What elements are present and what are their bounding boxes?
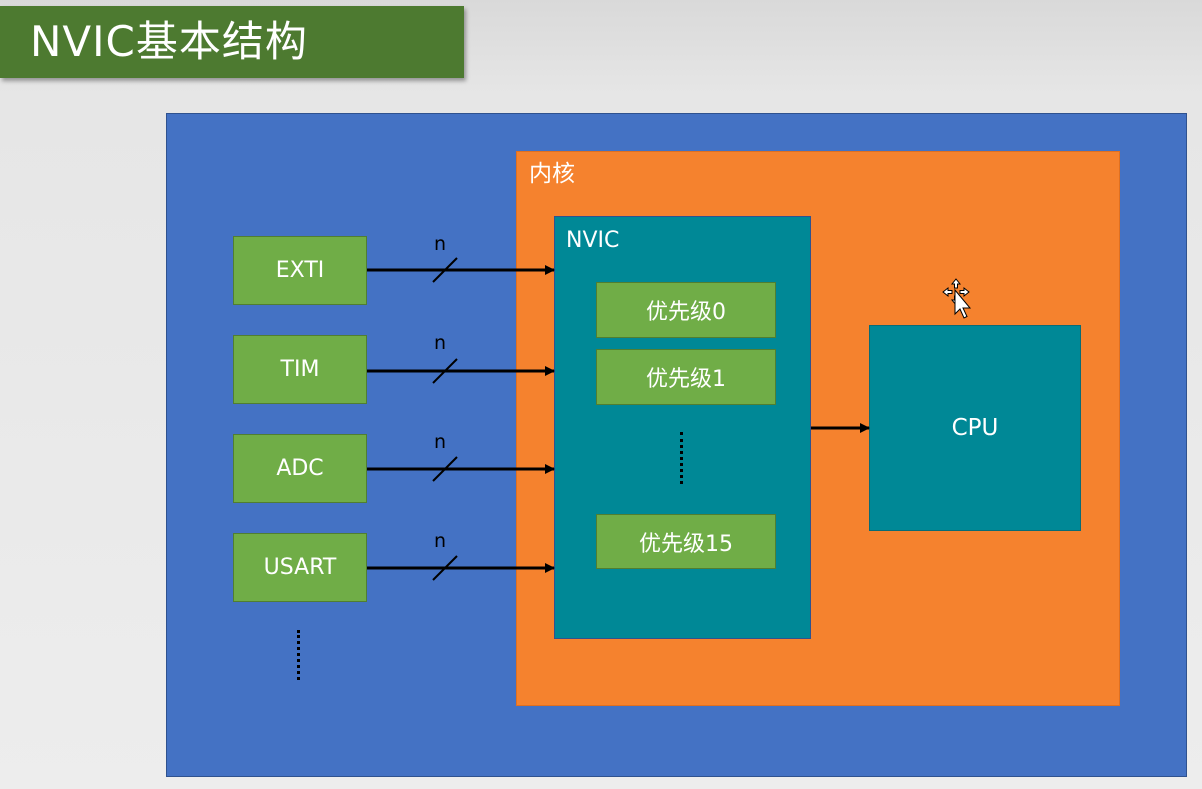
bus-arrow-adc	[367, 456, 555, 482]
source-tim-box: TIM	[233, 335, 367, 404]
page-title: NVIC基本结构	[30, 17, 308, 66]
nvic-label: NVIC	[566, 228, 620, 253]
bus-width-label-exti: n	[434, 233, 447, 255]
core-label: 内核	[529, 161, 575, 187]
bus-arrow-exti	[367, 257, 555, 283]
source-exti-box: EXTI	[233, 236, 367, 305]
bus-width-label-adc: n	[434, 431, 447, 453]
move-cursor-icon	[942, 278, 972, 319]
bus-width-label-usart: n	[434, 530, 447, 552]
priority-15-box: 优先级15	[596, 514, 776, 569]
source-adc-box: ADC	[233, 434, 367, 503]
bus-arrow-tim	[367, 358, 555, 384]
bus-arrow-usart	[367, 555, 555, 581]
sources-ellipsis	[297, 630, 300, 680]
priority-ellipsis	[680, 432, 683, 484]
bus-width-label-tim: n	[434, 332, 447, 354]
priority-1-box: 优先级1	[596, 349, 776, 405]
cpu-block: CPU	[869, 325, 1081, 531]
title-banner: NVIC基本结构	[0, 6, 464, 78]
source-usart-box: USART	[233, 533, 367, 602]
priority-0-box: 优先级0	[596, 282, 776, 338]
